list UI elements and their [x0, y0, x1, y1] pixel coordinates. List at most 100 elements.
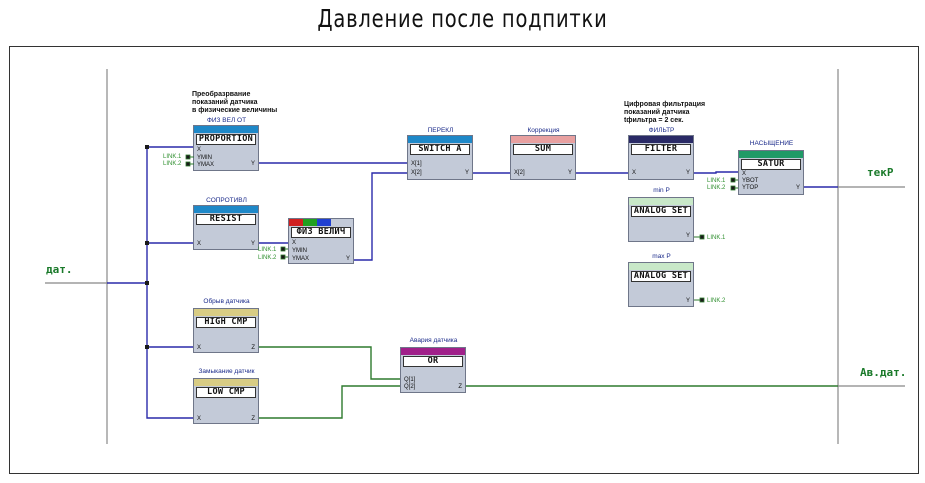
switch-title: SWITCH A [410, 144, 470, 155]
fizvel-header [289, 219, 353, 226]
pin-ymax: YMAX [197, 162, 215, 168]
pin-x2: X[2] [411, 170, 422, 176]
wire-bus-low [146, 283, 194, 419]
switch-block[interactable]: SWITCH A X[1] X[2] Y [407, 135, 473, 180]
aset2-header [629, 263, 693, 270]
filter-description: Цифровая фильтрация показаний датчика tф… [624, 101, 706, 124]
junction-dot [145, 241, 149, 245]
filter-header [629, 136, 693, 143]
low-header [194, 379, 258, 386]
pin-y: Y [567, 170, 572, 176]
input-label: дат. [46, 263, 73, 276]
proportion-block[interactable]: PROPORTION X YMIN YMAX Y [193, 125, 259, 171]
resist-label: СОПРОТИВЛ [206, 197, 247, 204]
link-label: LINK.1 [707, 178, 726, 184]
junction-dot [145, 281, 149, 285]
fizvel-title: ФИЗ ВЕЛИЧ [291, 227, 351, 238]
pin-y: Y [250, 161, 255, 167]
output-label-bottom: Ав.дат. [860, 366, 907, 379]
pin-ytop: YTOP [742, 185, 759, 191]
or-label: Авария датчика [409, 337, 458, 344]
proportion-title: PROPORTION [196, 134, 256, 145]
pin-x: X [632, 170, 637, 176]
pin-x1: X[1] [411, 161, 422, 167]
filter-label: ФИЛЬТР [648, 127, 675, 134]
proportion-description: Преобразрвание показаний датчика в физич… [192, 91, 278, 114]
pin-z: Z [251, 416, 255, 422]
output-label-top: текР [867, 166, 894, 179]
aset2-title: ANALOG SET [631, 271, 691, 282]
pin-x: X [742, 171, 747, 177]
link-label: LINK.2 [163, 161, 182, 167]
resist-title: RESIST [196, 214, 256, 225]
pin-q2: Q[2] [404, 384, 416, 390]
link-label: LINK.1 [163, 154, 182, 160]
switch-header [408, 136, 472, 143]
wire-bus [107, 146, 194, 284]
satur-title: SATUR [741, 159, 801, 170]
link-label: LINK.1 [258, 247, 277, 253]
pin-ymin: YMIN [197, 155, 212, 161]
pin-x2: X[2] [514, 170, 525, 176]
aset1-label: min P [653, 187, 670, 194]
pin-q1: Q[1] [404, 377, 416, 383]
wire-high-or [259, 346, 400, 380]
pin-x: X [197, 147, 202, 153]
or-header [401, 348, 465, 355]
pin-x: X [197, 241, 202, 247]
pin-y: Y [795, 185, 800, 191]
link-label: LINK.2 [258, 255, 277, 261]
satur-header [739, 151, 803, 158]
pin-y: Y [464, 170, 469, 176]
link-label: LINK.2 [707, 185, 726, 191]
aset1-block[interactable]: ANALOG SET Y [628, 197, 694, 242]
sum-block[interactable]: SUM X[2] Y [510, 135, 576, 180]
proportion-label: ФИЗ ВЕЛ ОТ [206, 117, 247, 124]
pin-z: Z [251, 345, 255, 351]
link-label: LINK.1 [707, 235, 726, 241]
low-cmp-block[interactable]: LOW CMP X Z [193, 378, 259, 424]
high-title: HIGH CMP [196, 317, 256, 328]
filter-block[interactable]: FILTER X Y [628, 135, 694, 180]
aset1-title: ANALOG SET [631, 206, 691, 217]
pin-ybot: YBOT [742, 178, 759, 184]
diagram-frame [9, 46, 919, 474]
aset2-label: max P [652, 253, 671, 260]
high-cmp-block[interactable]: HIGH CMP X Z [193, 308, 259, 353]
resist-block[interactable]: RESIST X Y [193, 205, 259, 250]
link-label: LINK.2 [707, 298, 726, 304]
pin-y: Y [345, 256, 350, 262]
analog-wires [107, 146, 838, 419]
page-title: Давление после подпитки [317, 4, 608, 33]
pin-ymin: YMIN [292, 248, 307, 254]
pin-y: Y [685, 233, 690, 239]
switch-label: ПЕРЕКЛ [427, 127, 454, 134]
filter-title: FILTER [631, 144, 691, 155]
aset1-header [629, 198, 693, 205]
pin-x: X [197, 416, 202, 422]
sum-header [511, 136, 575, 143]
or-block[interactable]: OR Q[1] Q[2] Z [400, 347, 466, 393]
sum-label: Коррекция [527, 127, 560, 134]
pin-y: Y [685, 298, 690, 304]
pin-z: Z [458, 384, 462, 390]
high-label: Обрыв датчика [203, 298, 250, 305]
wire-filter-satur [694, 171, 738, 174]
pin-x: X [292, 240, 297, 246]
satur-label: НАСЫЩЕНИЕ [749, 140, 794, 147]
sum-title: SUM [513, 144, 573, 155]
logic-wires [259, 346, 838, 419]
junction-dot [145, 145, 149, 149]
high-header [194, 309, 258, 316]
pin-x: X [197, 345, 202, 351]
fizvel-block[interactable]: ФИЗ ВЕЛИЧ X YMIN YMAX Y [288, 218, 354, 264]
pin-y: Y [250, 241, 255, 247]
pin-ymax: YMAX [292, 256, 310, 262]
or-title: OR [403, 356, 463, 367]
aset2-block[interactable]: ANALOG SET Y [628, 262, 694, 307]
wire-low-or [259, 385, 400, 419]
junction-dot [145, 345, 149, 349]
satur-block[interactable]: SATUR X YBOT YTOP Y [738, 150, 804, 195]
pin-y: Y [685, 170, 690, 176]
